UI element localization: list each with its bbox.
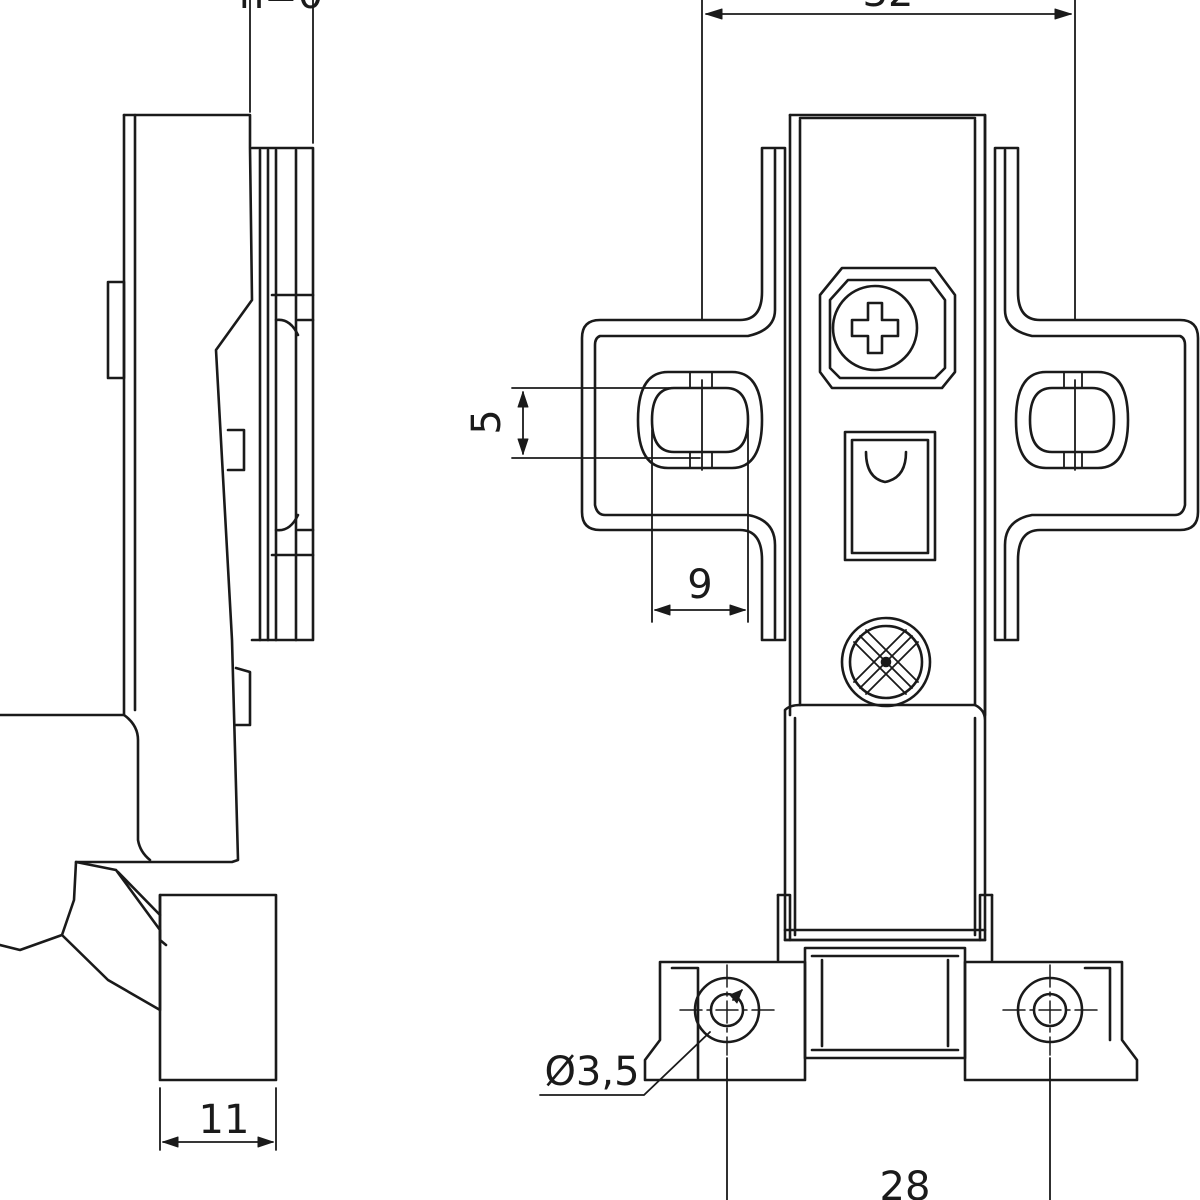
dimension-5: 5 xyxy=(464,409,510,434)
base-bracket-front xyxy=(643,960,807,1082)
dimension-28: 28 xyxy=(880,1164,931,1200)
mounting-plate-side xyxy=(250,146,315,642)
dimension-h0: h=0 xyxy=(239,0,323,18)
cross-screw-icon xyxy=(840,616,932,708)
slot-left xyxy=(636,370,764,470)
adjustment-screw-housing xyxy=(818,266,957,390)
hinge-arm-side xyxy=(0,113,254,952)
slot-right xyxy=(1014,370,1130,470)
dimension-9: 9 xyxy=(687,562,712,608)
phillips-screw-icon xyxy=(831,284,919,372)
cup-block-side xyxy=(158,893,278,1082)
latch-window xyxy=(843,430,937,562)
front-view xyxy=(511,0,1200,1200)
side-view xyxy=(0,0,315,1151)
dimension-11: 11 xyxy=(199,1097,250,1143)
dimension-32: 32 xyxy=(863,0,914,16)
dimension-hole-diameter: Ø3,5 xyxy=(544,1049,639,1095)
hinge-arm-front xyxy=(783,113,987,942)
mounting-plate-front xyxy=(580,146,787,642)
